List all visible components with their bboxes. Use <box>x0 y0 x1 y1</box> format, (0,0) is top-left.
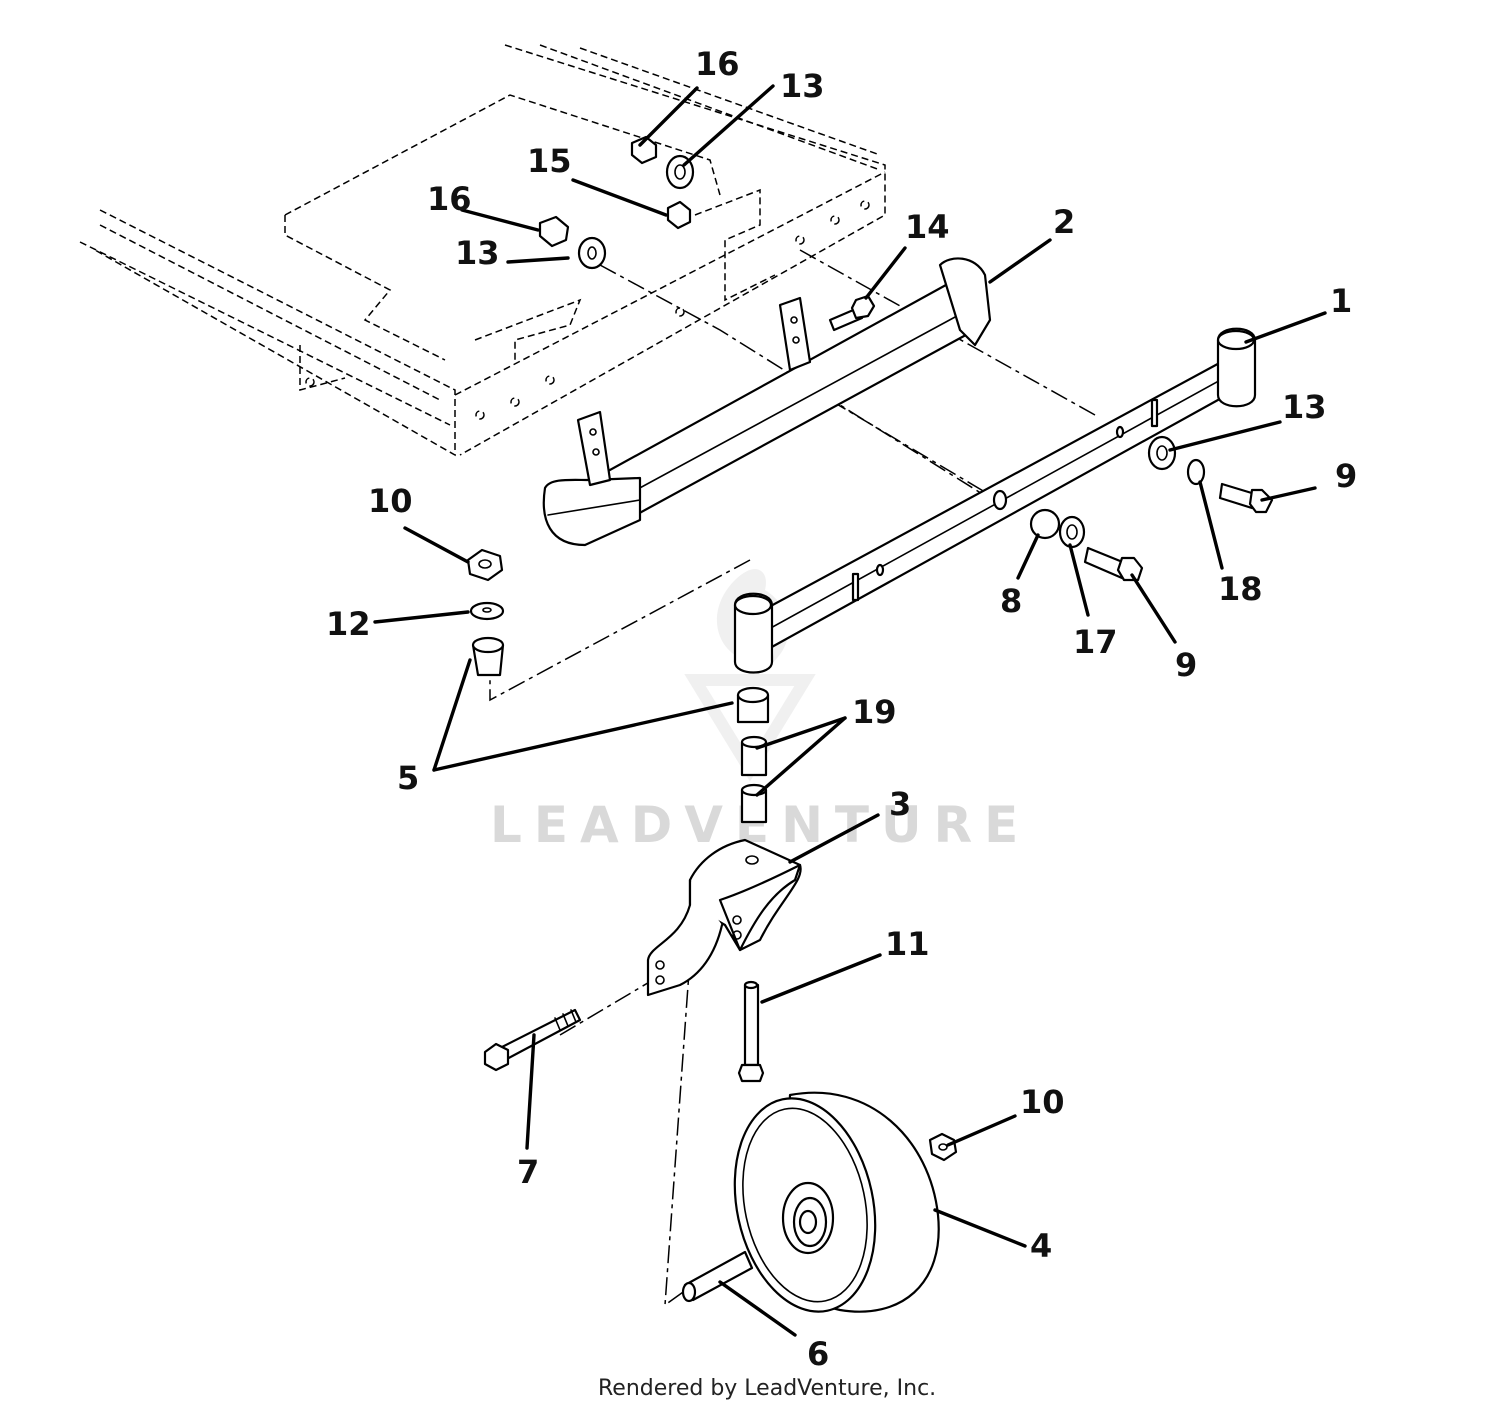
callout-2: 2 <box>1053 203 1075 241</box>
callout-10: 10 <box>1020 1083 1065 1121</box>
bushing-8 <box>1029 508 1061 540</box>
caster-wheel <box>733 1091 940 1313</box>
nut-16-lower <box>538 215 570 248</box>
callout-17: 17 <box>1073 623 1118 661</box>
callout-13: 13 <box>1282 388 1327 426</box>
nut-15 <box>666 200 692 230</box>
spacer-tube-6 <box>681 1250 754 1303</box>
callout-5: 5 <box>397 759 419 797</box>
callout-10: 10 <box>368 482 413 520</box>
bolt-7 <box>483 1008 582 1072</box>
washer-13-lower <box>577 236 607 270</box>
bumper-bar <box>542 257 992 547</box>
bolt-14 <box>828 294 876 332</box>
bolt-11 <box>737 980 765 1083</box>
callout-14: 14 <box>905 208 950 246</box>
washer-12 <box>469 601 505 621</box>
hardware-center <box>736 686 770 824</box>
hardware-right <box>1029 435 1274 582</box>
callout-13: 13 <box>455 234 500 272</box>
callout-9: 9 <box>1175 646 1197 684</box>
callout-11: 11 <box>885 925 930 963</box>
callout-12: 12 <box>326 605 371 643</box>
callout-labels: 16 13 15 16 13 14 2 1 13 9 18 8 17 9 10 … <box>326 45 1357 1373</box>
callout-1: 1 <box>1330 282 1352 320</box>
callout-3: 3 <box>889 785 911 823</box>
nut-10-lower <box>928 1132 958 1162</box>
leader-lines <box>373 84 1327 1337</box>
callout-6: 6 <box>807 1335 829 1373</box>
callout-16: 16 <box>427 180 472 218</box>
spacer-18 <box>1186 458 1206 486</box>
callout-4: 4 <box>1030 1227 1052 1265</box>
axle-beam <box>733 327 1257 674</box>
caster-fork <box>646 838 802 997</box>
credit-line: Rendered by LeadVenture, Inc. <box>598 1376 936 1401</box>
callout-7: 7 <box>517 1153 539 1191</box>
washer-13-right <box>1147 435 1177 471</box>
callout-19: 19 <box>852 693 897 731</box>
washer-17 <box>1058 515 1086 549</box>
callout-9: 9 <box>1335 457 1357 495</box>
callout-13: 13 <box>780 67 825 105</box>
callout-16: 16 <box>695 45 740 83</box>
callout-8: 8 <box>1000 582 1022 620</box>
hardware-left <box>466 548 505 677</box>
callout-15: 15 <box>527 142 572 180</box>
mower-frame <box>79 44 886 457</box>
nut-10-upper <box>466 548 504 582</box>
callout-18: 18 <box>1218 570 1263 608</box>
